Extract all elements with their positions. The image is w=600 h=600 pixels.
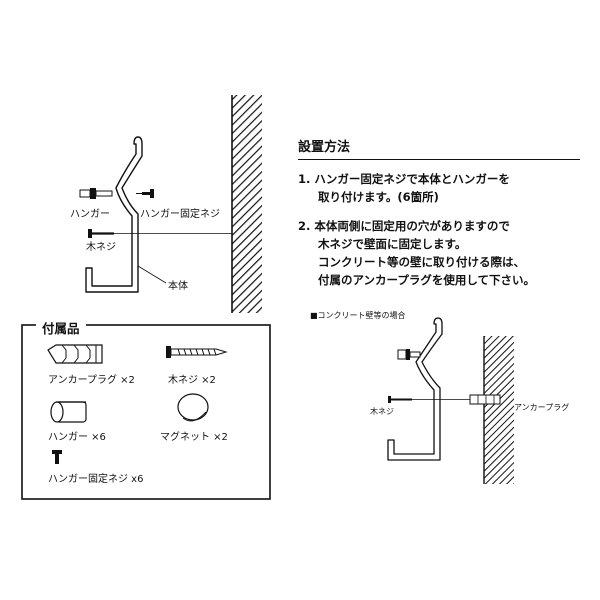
wall-mount-diagram: ハンガー ハンガー固定ネジ 木ネジ 本体	[70, 95, 262, 313]
wood-screw-label: 木ネジ	[86, 241, 116, 253]
accessories-title: 付属品	[36, 318, 86, 337]
magnet-icon	[177, 393, 209, 422]
anchor-plug-label-2: アンカープラグ	[514, 402, 569, 412]
hanger-label: ハンガー	[70, 208, 110, 220]
step-2: 2. 本体両側に固定用の穴がありますので 木ネジで壁面に固定します。 コンクリー…	[298, 217, 588, 289]
hanger-icon	[50, 401, 87, 423]
concrete-wall-diagram: ■コンクリート壁等の場合 木ネジ アンカープラグ	[310, 310, 569, 484]
installation-instructions: 設置方法 1. ハンガー固定ネジで本体とハンガーを 取り付けます。(6箇所) 2…	[298, 136, 588, 300]
hanger-screw-label: ハンガー固定ネジ	[140, 207, 220, 220]
step-2-line-1: 2. 本体両側に固定用の穴がありますので	[298, 219, 510, 233]
hanger-part-2	[397, 349, 421, 360]
anchor-plug-part	[469, 394, 501, 405]
wood-screw-label-2: 木ネジ	[370, 406, 394, 416]
body-hook-2	[387, 317, 443, 461]
wood-screw-icon	[166, 346, 228, 358]
hanger-screw-icon	[52, 450, 62, 464]
anchor-plug-icon	[47, 344, 103, 364]
hanger-part	[79, 188, 113, 199]
accessories-box: アンカープラグ ×2 木ネジ ×2 ハンガー ×6 マグネット ×2 ハンガー固…	[21, 324, 271, 500]
step-1-line-2: 取り付けます。(6箇所)	[318, 190, 439, 204]
step-2-line-3: コンクリート等の壁に取り付ける際は、	[318, 255, 525, 269]
instructions-title: 設置方法	[298, 140, 351, 155]
step-2-line-4: 付属のアンカープラグを使用して下さい。	[318, 273, 536, 287]
step-1: 1. ハンガー固定ネジで本体とハンガーを 取り付けます。(6箇所)	[298, 170, 588, 206]
hanger-accessory-label: ハンガー ×6	[48, 431, 106, 443]
hanger-screw-part	[136, 189, 154, 198]
accessories-frame	[21, 324, 271, 500]
title-divider	[298, 159, 580, 160]
body-hook	[85, 136, 143, 293]
anchor-plug-label: アンカープラグ ×2	[48, 373, 135, 386]
wall-hatched	[232, 95, 262, 313]
wood-screw-label: 木ネジ ×2	[168, 374, 216, 386]
wood-screw-part	[88, 229, 232, 238]
concrete-wall-hatched	[484, 336, 514, 484]
step-1-line-1: 1. ハンガー固定ネジで本体とハンガーを	[298, 172, 510, 186]
body-label: 本体	[168, 279, 188, 292]
concrete-caption: ■コンクリート壁等の場合	[310, 310, 406, 320]
step-2-line-2: 木ネジで壁面に固定します。	[318, 237, 467, 251]
magnet-label: マグネット ×2	[160, 430, 228, 443]
hanger-screw-accessory-label: ハンガー固定ネジ x6	[48, 472, 143, 485]
